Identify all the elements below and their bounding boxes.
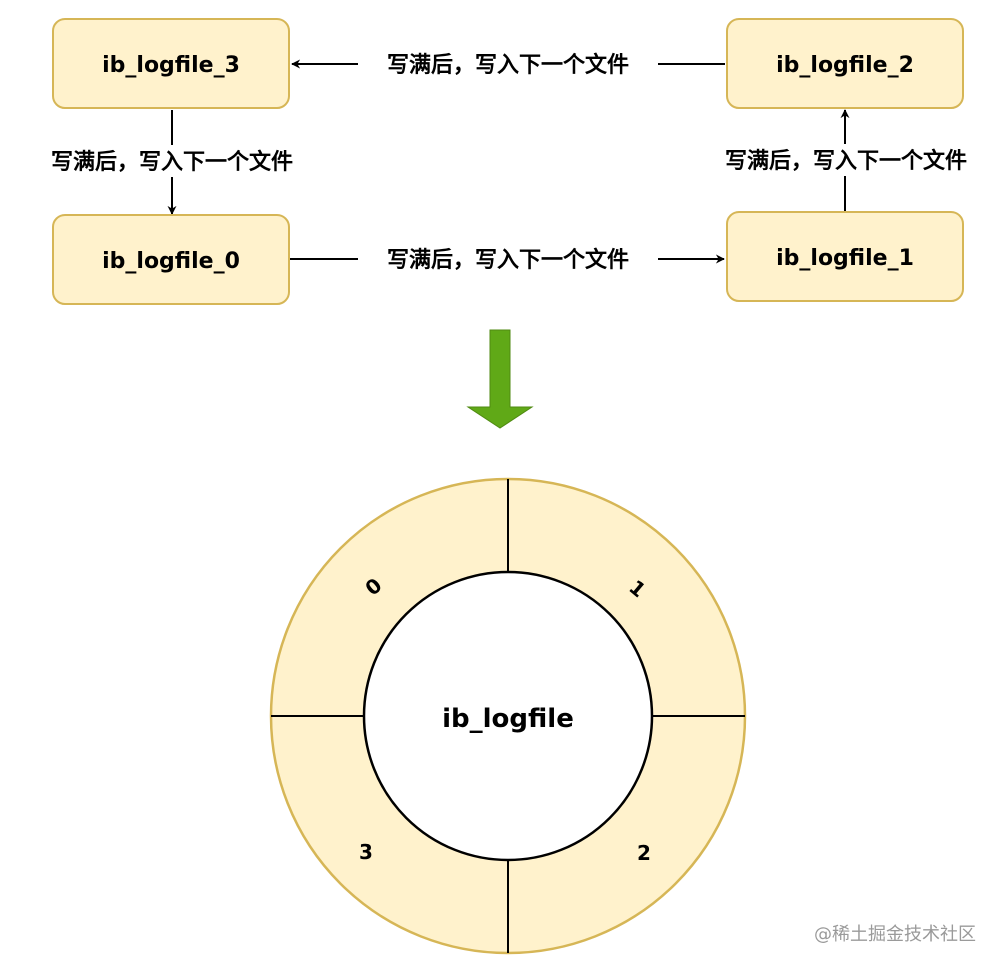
- ring-inner-circle: [362, 570, 654, 862]
- node-ib-logfile-0: ib_logfile_0: [52, 214, 290, 305]
- down-arrow-icon: [466, 329, 534, 429]
- edge-file2-to-file3: 写满后，写入下一个文件: [291, 48, 725, 80]
- logfile-ring: ib_logfile 0 1 2 3: [269, 477, 747, 955]
- edge-file3-to-file0: 写满后，写入下一个文件: [22, 110, 322, 215]
- edge-label-file2-to-file3: 写满后，写入下一个文件: [387, 52, 629, 78]
- node-ib-logfile-2: ib_logfile_2: [726, 18, 964, 109]
- node-ib-logfile-1: ib_logfile_1: [726, 211, 964, 302]
- ring-segment-label-3: 3: [359, 840, 373, 864]
- ring-center-label: ib_logfile: [442, 704, 574, 734]
- node-label-file1: ib_logfile_1: [776, 246, 914, 271]
- node-ib-logfile-3: ib_logfile_3: [52, 18, 290, 109]
- edge-file1-to-file2: 写满后，写入下一个文件: [695, 109, 997, 211]
- node-label-file0: ib_logfile_0: [102, 249, 240, 274]
- node-label-file3: ib_logfile_3: [102, 53, 240, 78]
- edge-label-file0-to-file1: 写满后，写入下一个文件: [387, 247, 629, 273]
- watermark: @稀土掘金技术社区: [814, 924, 976, 945]
- node-label-file2: ib_logfile_2: [776, 53, 914, 78]
- ring-segment-label-2: 2: [637, 841, 651, 865]
- edge-label-file3-to-file0: 写满后，写入下一个文件: [51, 149, 293, 175]
- edge-label-file1-to-file2: 写满后，写入下一个文件: [725, 148, 967, 174]
- edge-file0-to-file1: 写满后，写入下一个文件: [290, 243, 725, 275]
